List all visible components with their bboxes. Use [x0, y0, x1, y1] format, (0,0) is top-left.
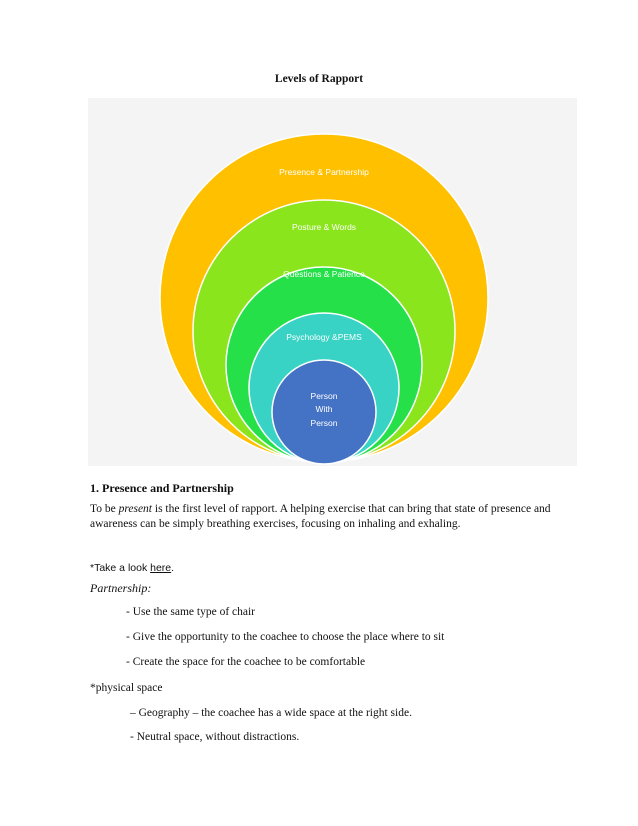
rapport-levels-diagram: Presence & Partnership Posture & Words Q… [88, 98, 577, 466]
note-period: . [171, 562, 175, 574]
physical-item: – Geography – the coachee has a wide spa… [130, 707, 412, 719]
take-a-look-note: *Take a look here. [90, 562, 174, 574]
ring-label-psychology: Psychology &PEMS [286, 332, 362, 342]
para-text-post: is the first level of rapport. A helping… [90, 503, 551, 530]
document-title: Levels of Rapport [274, 73, 364, 85]
para-emphasis: present [118, 503, 153, 515]
nested-circles-diagram: Presence & Partnership Posture & Words Q… [159, 133, 489, 465]
ring-label-presence: Presence & Partnership [279, 167, 369, 177]
ring-label-questions: Questions & Patience [283, 269, 365, 279]
ring-label-person-2: Person [311, 418, 338, 428]
ring-label-with: With [316, 404, 333, 414]
ring-person-with-person [271, 359, 377, 465]
intro-paragraph: To be present is the first level of rapp… [90, 502, 560, 532]
partnership-item: - Create the space for the coachee to be… [126, 656, 366, 668]
partnership-heading: Partnership: [90, 581, 152, 595]
ring-label-posture: Posture & Words [292, 222, 356, 232]
section-heading: 1. Presence and Partnership [90, 481, 234, 495]
para-text-pre: To be [90, 503, 119, 515]
partnership-item: - Give the opportunity to the coachee to… [126, 631, 445, 643]
here-link[interactable]: here [150, 562, 172, 574]
physical-space-heading: *physical space [90, 682, 163, 694]
ring-label-person-1: Person [311, 391, 338, 401]
partnership-item: - Use the same type of chair [126, 606, 256, 618]
physical-item: - Neutral space, without distractions. [130, 731, 300, 743]
note-text: *Take a look [90, 562, 151, 574]
